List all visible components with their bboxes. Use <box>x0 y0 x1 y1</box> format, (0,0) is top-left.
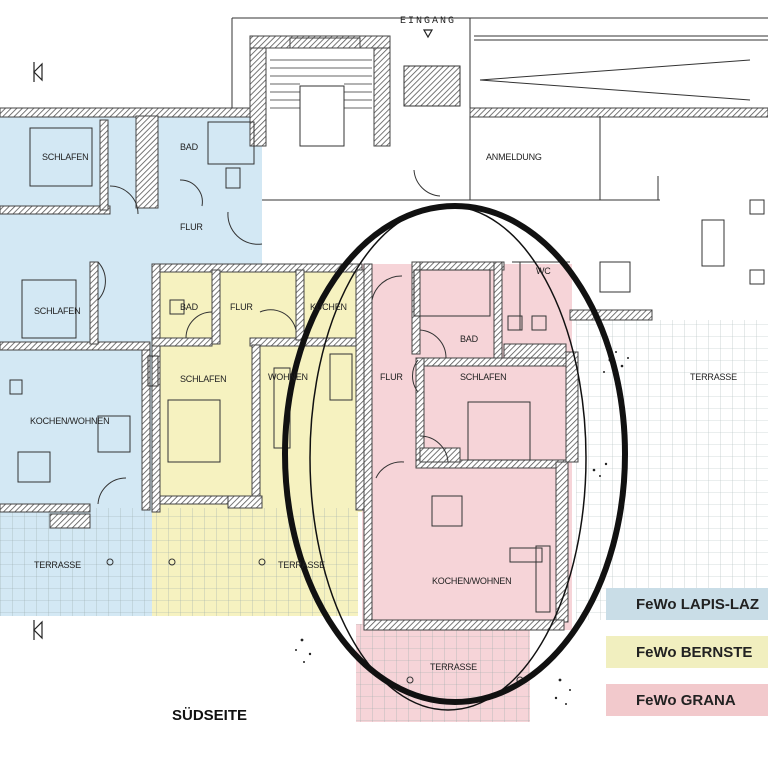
walls <box>0 35 768 631</box>
legend-item: FeWo GRANA <box>606 684 768 716</box>
room-label-blue-schlafen-2: SCHLAFEN <box>34 306 80 316</box>
room-labels: EINGANG SCHLAFEN BAD FLUR SCHLAFEN KOCHE… <box>30 16 737 724</box>
room-label-blue-terrasse: TERRASSE <box>34 560 81 570</box>
room-label-yellow-kuechen: KÜCHEN <box>310 302 347 312</box>
door-swings <box>97 169 449 505</box>
room-label-pink-terrasse: TERRASSE <box>430 662 477 672</box>
room-label-pink-bad: BAD <box>460 334 479 344</box>
room-label-blue-flur: FLUR <box>180 222 203 232</box>
entrance-label: EINGANG <box>400 16 456 27</box>
furniture <box>9 121 765 613</box>
room-label-pink-kochen-wohnen: KOCHEN/WOHNEN <box>432 576 511 586</box>
room-label-yellow-schlafen: SCHLAFEN <box>180 374 226 384</box>
room-label-pink-flur: FLUR <box>380 372 403 382</box>
apartment-bernstein-area <box>152 264 362 616</box>
room-label-wc: WC <box>536 266 551 276</box>
room-label-blue-kochen-wohnen: KOCHEN/WOHNEN <box>30 416 109 426</box>
room-label-right-terrasse: TERRASSE <box>690 372 737 382</box>
section-markers <box>33 29 434 640</box>
right-building-lines <box>231 17 768 331</box>
room-label-blue-bad: BAD <box>180 142 199 152</box>
room-label-yellow-bad: BAD <box>180 302 199 312</box>
terrace-posts <box>106 558 524 684</box>
room-label-blue-schlafen-1: SCHLAFEN <box>42 152 88 162</box>
room-label-yellow-wohnen: WOHNEN <box>268 372 308 382</box>
legend-item: FeWo LAPIS-LAZ <box>606 588 768 620</box>
apartment-granat-area <box>356 264 572 722</box>
room-label-yellow-terrasse: TERRASSE <box>278 560 325 570</box>
room-label-anmeldung: ANMELDUNG <box>486 152 542 162</box>
legend-item: FeWo BERNSTE <box>606 636 768 668</box>
highlight-ellipse <box>282 203 628 711</box>
staircase <box>270 59 372 109</box>
south-side-label: SÜDSEITE <box>172 707 247 724</box>
room-label-yellow-flur: FLUR <box>230 302 253 312</box>
room-label-pink-schlafen: SCHLAFEN <box>460 372 506 382</box>
